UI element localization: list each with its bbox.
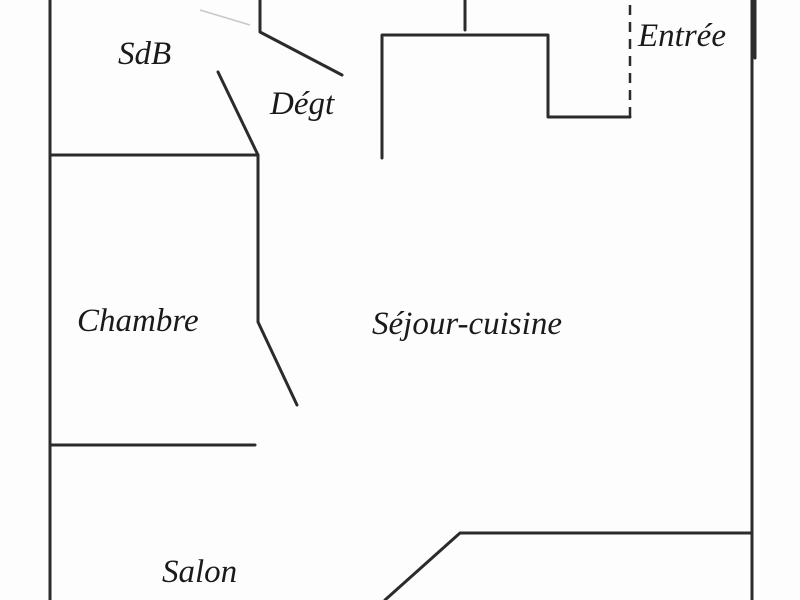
- faint-sketch-line: [199, 9, 251, 26]
- room-label-degt: Dégt: [270, 86, 335, 122]
- room-label-sdb: SdB: [118, 36, 172, 72]
- wall-chambre-partition: [216, 70, 299, 407]
- wall-salon-diagonal: [383, 531, 754, 600]
- room-label-sejour-cuisine: Séjour-cuisine: [372, 306, 562, 342]
- room-label-entree: Entrée: [638, 18, 726, 54]
- wall-sejour-block: [380, 33, 632, 160]
- room-label-salon: Salon: [162, 554, 238, 590]
- wall-sdb-corridor: [258, 0, 344, 77]
- room-label-chambre: Chambre: [77, 303, 199, 339]
